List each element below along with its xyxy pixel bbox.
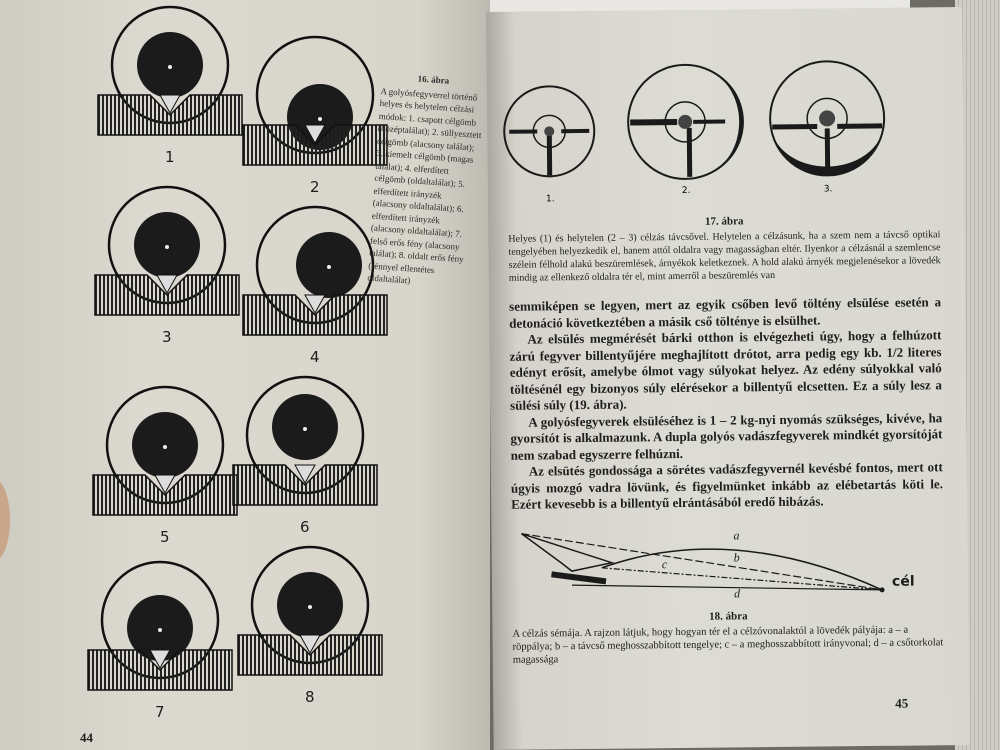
target-diagram xyxy=(97,5,243,136)
figure-number: 1 xyxy=(165,148,175,166)
target-label: cél xyxy=(891,573,915,590)
body-text: semmiképen se legyen, mert az egyik csőb… xyxy=(509,294,943,513)
target-diagram xyxy=(94,185,240,316)
paragraph: Az elsütés gondossága a sörétes vadászfe… xyxy=(510,459,944,512)
right-page: 1. 2. 3. 17. ábra Helyes (1) és helytele… xyxy=(486,7,970,750)
scope-label-3: 3. xyxy=(823,184,833,195)
target-diagram xyxy=(87,560,233,691)
figure-18-caption: A célzás sémája. A rajzon látjuk, hogy h… xyxy=(512,624,944,666)
figure-17-scopes xyxy=(503,60,886,180)
caption-text: A golyósfegyverrel történő helyes és hel… xyxy=(367,85,482,286)
thumb xyxy=(0,480,10,560)
scope-3 xyxy=(769,60,886,177)
figure-16-caption: 16. ábra A golyósfegyverrel történő hely… xyxy=(367,70,486,291)
line-label-a: a xyxy=(733,527,740,542)
paragraph: Az elsülés megmérését bárki otthon is el… xyxy=(509,327,943,413)
figure-number: 3 xyxy=(162,328,172,346)
scope-label-2: 2. xyxy=(681,185,691,196)
target-figure-2 xyxy=(235,35,395,190)
paragraph: A golyósfegyverek elsüléséhez is 1 – 2 k… xyxy=(510,409,943,463)
figure-18: a b c d cél xyxy=(511,519,944,610)
figure-18-trajectory xyxy=(521,532,885,592)
target-figure-5 xyxy=(85,385,245,540)
scope-2 xyxy=(627,63,744,180)
line-label-c: c xyxy=(661,556,668,571)
figure-number: 5 xyxy=(160,528,170,546)
target-diagram xyxy=(92,385,238,516)
target-diagram xyxy=(242,205,388,336)
target-diagram xyxy=(237,545,383,676)
figure-17-caption: Helyes (1) és helytelen (2 – 3) célzás t… xyxy=(508,229,941,284)
figure-number: 2 xyxy=(310,178,320,196)
target-figure-1 xyxy=(90,5,250,160)
figure-number: 6 xyxy=(300,518,310,536)
line-label-b: b xyxy=(733,549,740,564)
figure-number: 4 xyxy=(310,348,320,366)
target-figure-8 xyxy=(230,545,390,700)
figure-number: 8 xyxy=(305,688,315,706)
page-number: 44 xyxy=(80,730,93,745)
scope-label-1: 1. xyxy=(545,194,555,205)
left-page: 1 2 3 4 5 xyxy=(0,0,490,750)
target-diagram xyxy=(242,35,388,166)
target-figure-3 xyxy=(87,185,247,340)
target-figure-7 xyxy=(80,560,240,715)
target-figure-6 xyxy=(225,375,385,530)
scope-1 xyxy=(503,85,596,178)
target-figure-4 xyxy=(235,205,395,360)
page-number: 45 xyxy=(895,695,909,711)
line-label-d: d xyxy=(734,585,741,600)
paragraph: semmiképen se legyen, mert az egyik csőb… xyxy=(509,294,942,331)
target-diagram xyxy=(232,375,378,506)
figure-number: 7 xyxy=(155,703,165,721)
page-content: 17. ábra Helyes (1) és helytelen (2 – 3)… xyxy=(508,212,945,666)
